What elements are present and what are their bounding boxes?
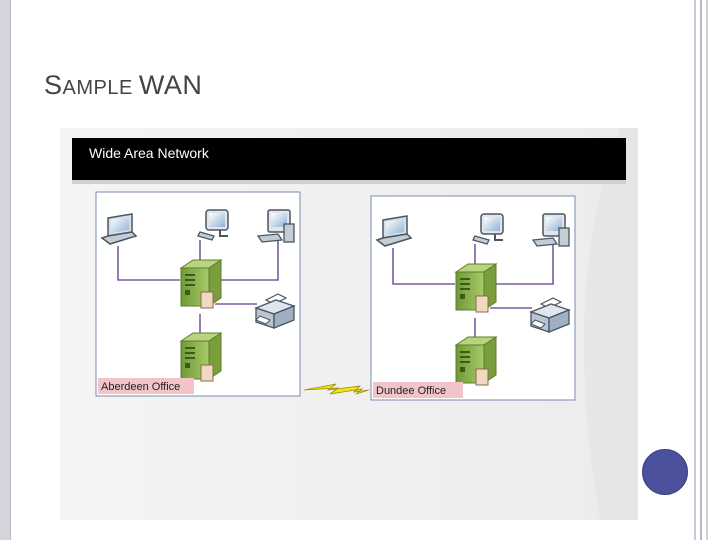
diagram-header-bar [72, 138, 626, 182]
slide-title: SAMPLE WAN [44, 70, 202, 101]
diagram-header-shadow [72, 180, 626, 184]
office-label-aberdeen: Aberdeen Office [101, 381, 180, 393]
slide-title-wan: WAN [138, 70, 203, 100]
dundee-lan-links [392, 244, 554, 342]
server-icon [455, 263, 497, 313]
slide-border-left [0, 0, 11, 540]
dundee-label-bg [373, 382, 463, 398]
aberdeen-label-bg [98, 378, 194, 394]
slide-title-initial: S [44, 70, 63, 100]
wan-link-bolt-icon [303, 383, 370, 395]
server-icon [180, 259, 222, 309]
background-swoosh [584, 128, 638, 520]
server-icon [180, 332, 222, 382]
office-label-dundee: Dundee Office [376, 385, 446, 397]
diagram-header-text: Wide Area Network [89, 145, 210, 161]
server-icon [455, 336, 497, 386]
slide-border-right [686, 0, 720, 540]
wan-diagram: Wide Area Network Aberdeen Office [60, 128, 638, 520]
office-panel-aberdeen: Aberdeen Office [95, 191, 301, 397]
accent-circle [642, 449, 688, 495]
office-panel-dundee: Dundee Office [370, 195, 576, 401]
slide-title-smallcaps: AMPLE [62, 77, 139, 99]
